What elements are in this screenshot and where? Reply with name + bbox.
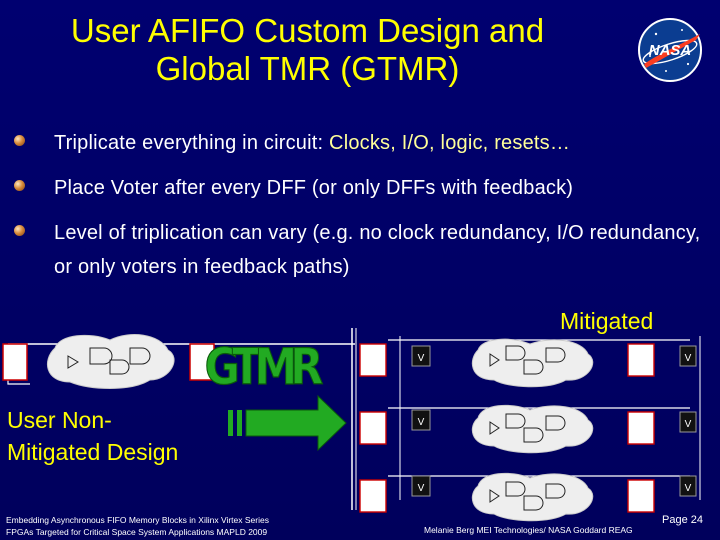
mitigated-circuit: V V V V V V	[351, 328, 701, 522]
bullet-list: Triplicate everything in circuit: Clocks…	[14, 126, 704, 295]
dff-block	[359, 411, 387, 445]
footer-author: Melanie Berg MEI Technologies/ NASA Godd…	[424, 525, 633, 535]
svg-text:V: V	[685, 353, 692, 364]
page-number: Page 24	[662, 514, 703, 526]
dff-block	[2, 343, 28, 381]
voter-block	[679, 345, 697, 367]
dff-block	[627, 343, 655, 377]
bullet-icon	[14, 180, 25, 191]
title-line-2: Global TMR (GTMR)	[155, 50, 460, 87]
dff-block	[359, 479, 387, 513]
non-mitigated-circuit	[2, 334, 355, 389]
transform-arrow-icon	[228, 394, 347, 452]
nasa-logo-text: NASA	[649, 42, 692, 59]
voter-block	[411, 475, 431, 497]
voter-block	[679, 475, 697, 497]
title-line-1: User AFIFO Custom Design and	[70, 12, 545, 49]
slide-title: User AFIFO Custom Design and Global TMR …	[20, 12, 595, 88]
svg-text:GTMR: GTMR	[205, 338, 324, 396]
dff-block	[359, 343, 387, 377]
gtmr-graphic: GTMR	[204, 337, 324, 396]
voter-block	[411, 409, 431, 431]
svg-text:V: V	[685, 483, 692, 494]
bullet-icon	[14, 135, 25, 146]
svg-text:V: V	[418, 417, 425, 428]
footer-citation: Embedding Asynchronous FIFO Memory Block…	[6, 515, 269, 537]
bullet-item: Triplicate everything in circuit: Clocks…	[14, 126, 704, 160]
mitigated-label: Mitigated	[560, 308, 654, 334]
voter-block	[411, 345, 431, 367]
dff-block	[189, 343, 215, 381]
logic-cloud	[47, 334, 175, 389]
non-mitigated-label: User Non- Mitigated Design	[7, 407, 179, 465]
dff-block	[627, 479, 655, 513]
bullet-item: Place Voter after every DFF (or only DFF…	[14, 171, 704, 205]
voter-block	[679, 411, 697, 433]
dff-block	[627, 411, 655, 445]
svg-text:V: V	[418, 353, 425, 364]
svg-text:V: V	[685, 419, 692, 430]
bullet-icon	[14, 225, 25, 236]
logic-cloud	[471, 338, 594, 388]
tmr-diagram: GTMR V V V	[2, 328, 701, 522]
bullet-item: Level of triplication can vary (e.g. no …	[14, 216, 704, 284]
nasa-logo-icon: NASA	[638, 18, 702, 82]
svg-text:V: V	[418, 483, 425, 494]
